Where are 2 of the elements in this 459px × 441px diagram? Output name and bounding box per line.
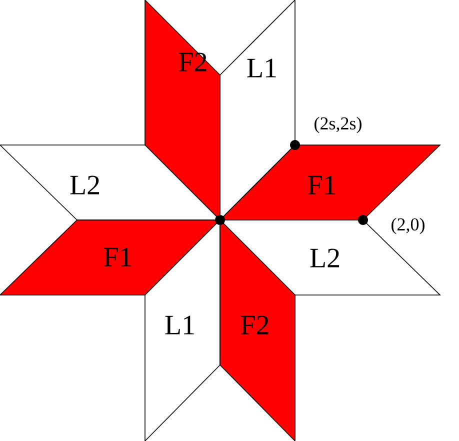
coordinate-label: (2s,2s) [314, 116, 362, 134]
coordinate-label: (2,0) [392, 218, 424, 234]
